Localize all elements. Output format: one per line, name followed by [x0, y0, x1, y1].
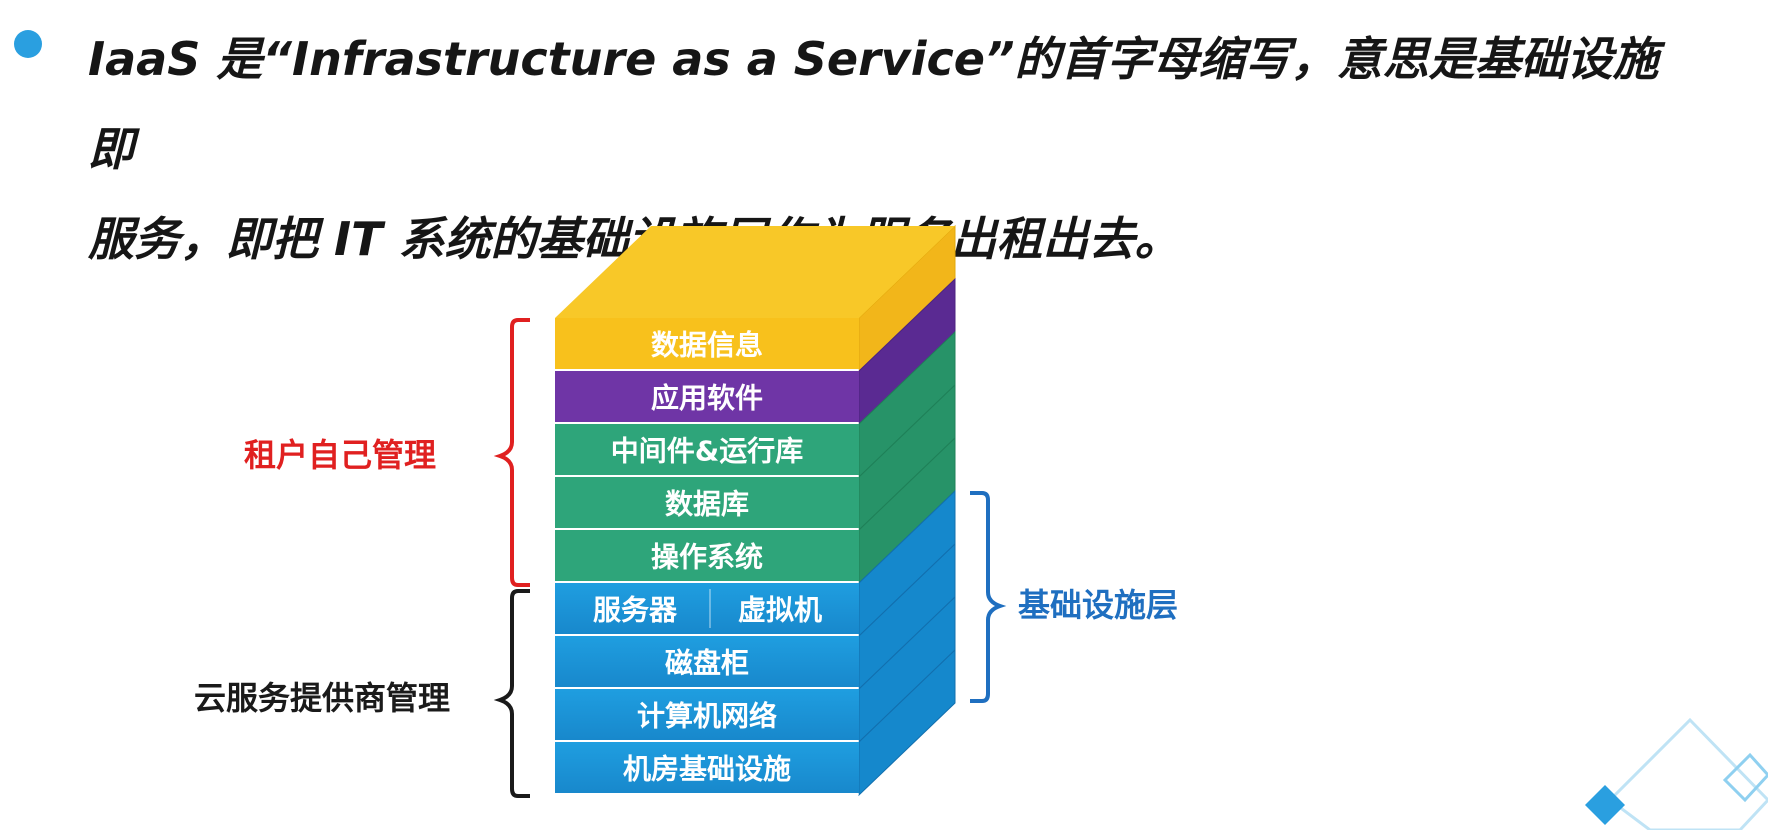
- layer-label-left: 服务器: [593, 594, 678, 627]
- provider-bracket: [493, 589, 530, 798]
- layer-label: 操作系统: [651, 541, 763, 574]
- layer-label-right: 虚拟机: [738, 594, 822, 627]
- layer-front-face: [555, 477, 859, 528]
- tenant-managed-label: 租户自己管理: [244, 436, 437, 474]
- bullet-dot: [14, 30, 42, 58]
- provider-managed-label: 云服务提供商管理: [194, 679, 451, 717]
- layer-front-face: [555, 424, 859, 475]
- layer-front-face: [555, 689, 859, 740]
- layer-front-face: [555, 530, 859, 581]
- tenant-bracket: [493, 318, 530, 587]
- stack-top-face: [555, 226, 955, 318]
- infrastructure-layer-label: 基础设施层: [1018, 586, 1179, 624]
- layer-label: 磁盘柜: [665, 647, 749, 680]
- layer-front-face: [555, 636, 859, 687]
- layer-front-face: [555, 371, 859, 422]
- layer-label: 数据库: [665, 488, 749, 521]
- intro-text: IaaS 是“Infrastructure as a Service”的首字母缩…: [88, 14, 1688, 284]
- layer-front-face: [555, 742, 859, 793]
- layer-front-face: [555, 583, 859, 634]
- layer-label: 中间件&运行库: [611, 435, 803, 468]
- layer-label: 应用软件: [651, 382, 763, 415]
- layer-label: 机房基础设施: [623, 753, 791, 786]
- intro-line-1: IaaS 是“Infrastructure as a Service”的首字母缩…: [88, 32, 1659, 176]
- layer-label: 计算机网络: [637, 700, 777, 733]
- infra-bracket: [970, 491, 1007, 703]
- layer-front-face: [555, 318, 859, 369]
- layer-label: 数据信息: [651, 329, 763, 362]
